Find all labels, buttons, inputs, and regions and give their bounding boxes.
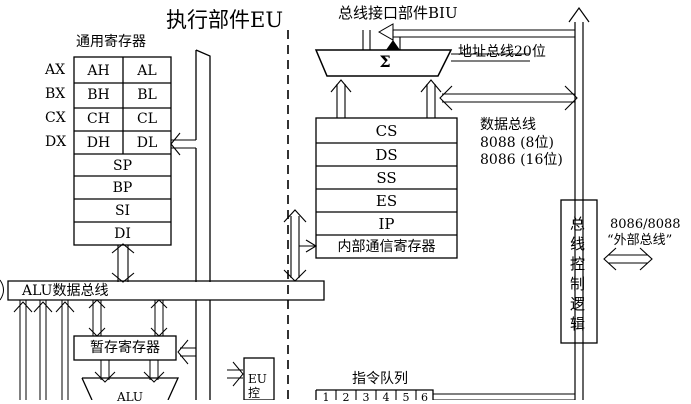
reg-bp: BP: [112, 180, 133, 196]
biu-title: 总线接口部件BIU: [338, 4, 458, 22]
external-bus-label-2: “外部总线”: [607, 233, 673, 248]
reg-ch: CH: [87, 111, 110, 127]
queue-cell-6: 6: [421, 391, 428, 404]
adder-label: Σ: [379, 52, 391, 71]
gp-name-bx: BX: [45, 86, 66, 102]
external-bus-label-1: 8086/8088: [610, 217, 681, 232]
instruction-queue: [315, 389, 434, 400]
queue-cell-4: 4: [382, 391, 390, 404]
reg-si: SI: [114, 203, 131, 219]
internal-comm-register: 内部通信寄存器: [337, 239, 436, 255]
address-bus-label: 地址总线20位: [458, 44, 546, 60]
reg-ds: DS: [375, 146, 398, 164]
biu-bus-column: [574, 22, 584, 400]
alu-data-bus: [7, 280, 325, 301]
eu-control-label: EU控: [248, 372, 267, 400]
eu-data-path: [195, 49, 211, 282]
eu-title: 执行部件EU: [166, 8, 284, 32]
gp-name-dx: DX: [45, 134, 67, 150]
eu-control-box: [243, 357, 275, 400]
data-bus-8088: 8088 (8位): [480, 135, 554, 151]
reg-di: DI: [114, 226, 131, 242]
temp-register-label: 暂存寄存器: [90, 340, 160, 356]
instruction-queue-label: 指令队列: [352, 371, 408, 387]
temp-register: [73, 335, 177, 361]
reg-bh: BH: [87, 87, 110, 103]
alu-bus-label: ALU数据总线: [22, 283, 109, 299]
reg-sp: SP: [112, 158, 132, 174]
reg-bl: BL: [137, 87, 157, 103]
queue-cell-2: 2: [342, 391, 350, 404]
segment-register-block: [315, 117, 458, 259]
reg-ss: SS: [376, 169, 397, 187]
queue-cell-3: 3: [362, 391, 370, 404]
bus-control-box: [560, 199, 598, 344]
reg-es: ES: [375, 192, 398, 210]
address-adder: [314, 49, 453, 77]
alu-label: ALU: [116, 390, 144, 404]
reg-al: AL: [137, 63, 157, 79]
gp-name-ax: AX: [45, 62, 66, 78]
data-bus-8086: 8086 (16位): [480, 152, 563, 168]
reg-cs: CS: [375, 122, 398, 140]
reg-ip: IP: [378, 215, 395, 233]
alu-shape: [81, 377, 180, 400]
reg-dl: DL: [136, 135, 158, 151]
queue-cell-5: 5: [402, 391, 410, 404]
reg-cl: CL: [136, 111, 157, 127]
bus-control-label: 总线控制逻辑: [570, 215, 586, 333]
reg-ah: AH: [87, 63, 110, 79]
data-bus-label: 数据总线: [480, 117, 536, 133]
gp-name-cx: CX: [45, 110, 66, 126]
queue-cell-1: 1: [322, 391, 330, 404]
gp-register-title: 通用寄存器: [76, 34, 146, 50]
reg-dh: DH: [86, 135, 111, 151]
